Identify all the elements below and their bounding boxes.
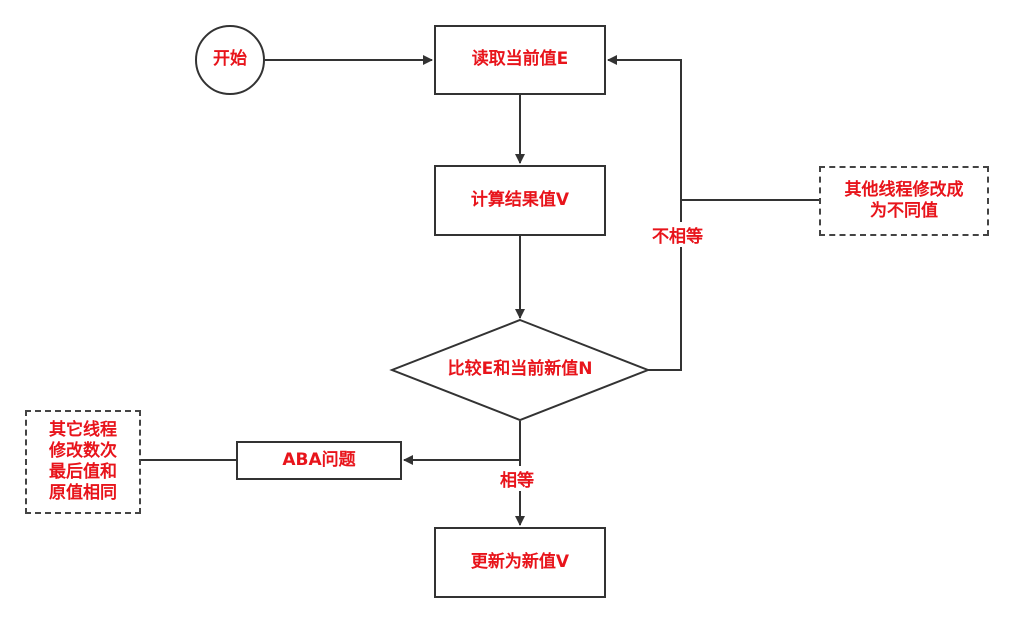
compute-result-label: 计算结果值V [470, 189, 570, 210]
aba-problem-label: ABA问题 [282, 449, 356, 470]
update-value-box: 更新为新值V [434, 527, 606, 598]
aba-problem-box: ABA问题 [236, 441, 402, 480]
edge-label-not-equal: 不相等 [652, 222, 703, 247]
note-left-line-4: 原值相同 [49, 483, 117, 504]
note-left-line-3: 最后值和 [49, 462, 117, 482]
note-right-line-1: 其他线程修改成 [844, 179, 964, 200]
note-left-line-2: 修改数次 [49, 440, 117, 461]
start-label: 开始 [213, 49, 247, 70]
edge-compare-read-loop [607, 55, 682, 371]
update-value-label: 更新为新值V [470, 551, 570, 572]
note-left-line-1: 其它线程 [49, 419, 117, 440]
compare-label-wrap: 比较E和当前新值N [412, 355, 628, 385]
note-right: 其他线程修改成 为不同值 [819, 166, 989, 236]
read-value-label: 读取当前值E [471, 49, 569, 70]
compare-diamond [389, 318, 651, 422]
read-value-box: 读取当前值E [434, 25, 606, 95]
compare-label: 比较E和当前新值N [447, 359, 593, 380]
edge-label-equal: 相等 [500, 466, 534, 491]
start-node: 开始 [195, 25, 265, 95]
compute-result-box: 计算结果值V [434, 165, 606, 236]
note-left: 其它线程 修改数次 最后值和 原值相同 [25, 410, 141, 514]
note-right-line-2: 为不同值 [870, 201, 938, 221]
